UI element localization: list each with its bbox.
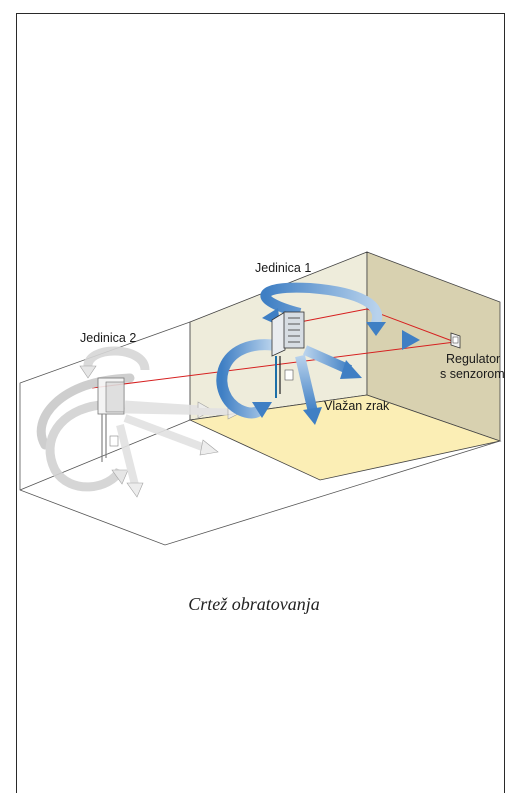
unit2-label: Jedinica 2 [80,331,136,345]
unit1-label: Jedinica 1 [255,261,311,275]
unit-2 [36,346,243,498]
unit-1 [216,282,420,425]
regulator-sensor [450,332,461,349]
humid-air-label: Vlažan zrak [324,399,390,413]
sensor-line [91,341,456,389]
regulator-label-line2: s senzorom [440,367,505,381]
figure-caption: Crtež obratovanja [188,594,320,614]
regulator-label-line1: Regulator [446,352,500,366]
